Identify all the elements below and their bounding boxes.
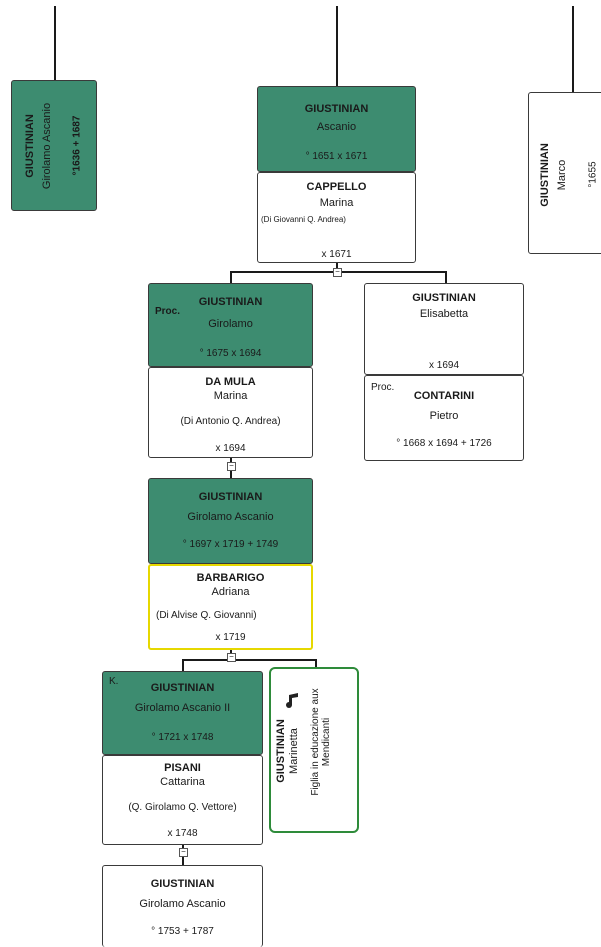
spouse-card-contarini[interactable]: Proc. CONTARINI Pietro ° 1668 x 1694 + 1… [364,375,524,461]
connector-line [54,6,56,80]
connector-line [445,271,447,283]
dates: ° 1668 x 1694 + 1726 [396,438,492,449]
dates: ° 1753 + 1787 [151,926,214,937]
surname: GIUSTINIAN [198,296,263,308]
parent-note: (Di Giovanni Q. Andrea) [261,215,346,224]
collapse-toggle[interactable]: − [179,848,188,857]
title: Proc. [155,306,181,317]
surname: PISANI [164,762,201,774]
dates: ° 1675 x 1694 [199,348,262,359]
surname: GIUSTINIAN [412,292,476,304]
music-note-icon [286,693,298,708]
dates: °1636 + 1687 [71,115,83,176]
given-name: Girolamo Ascanio [187,511,274,523]
marriage-date: x 1671 [321,249,352,260]
surname: GIUSTINIAN [24,114,36,178]
person-card-girolamo-ascanio-1636[interactable]: GIUSTINIAN Girolamo Ascanio °1636 + 1687 [11,80,97,211]
person-card-marco[interactable]: GIUSTINIAN Marco °1655 [528,92,601,254]
parent-note: (Di Alvise Q. Giovanni) [156,610,257,621]
connector-line [336,262,338,272]
spouse-card-barbarigo[interactable]: BARBARIGO Adriana (Di Alvise Q. Giovanni… [148,564,313,650]
marriage-date: x 1748 [167,828,198,839]
title: K. [109,676,119,687]
person-card-girolamo[interactable]: Proc. GIUSTINIAN Girolamo ° 1675 x 1694 [148,283,313,367]
surname: CONTARINI [413,390,475,402]
person-card-girolamo-ascanio-1697[interactable]: GIUSTINIAN Girolamo Ascanio ° 1697 x 171… [148,478,313,564]
person-card-girolamo-ascanio-ii[interactable]: K. GIUSTINIAN Girolamo Ascanio II ° 1721… [102,671,263,755]
given-name: Elisabetta [419,308,469,320]
dates: ° 1721 x 1748 [151,732,214,743]
given-name: Pietro [429,410,459,422]
given-name: Adriana [211,586,250,598]
dates: ° 1651 x 1671 [305,151,368,162]
given-name: Marina [319,197,354,209]
person-card-elisabetta[interactable]: GIUSTINIAN Elisabetta x 1694 [364,283,524,375]
surname: GIUSTINIAN [304,103,369,115]
surname: DA MULA [205,376,256,388]
parent-note: (Q. Girolamo Q. Vettore) [128,802,237,813]
person-card-girolamo-ascanio-1753[interactable]: GIUSTINIAN Girolamo Ascanio ° 1753 + 178… [102,865,263,947]
marriage-date: x 1694 [215,443,246,454]
collapse-toggle[interactable]: − [227,462,236,471]
person-card-marinetta[interactable]: GIUSTINIAN Marinetta Figlia in educazion… [269,667,359,833]
collapse-toggle[interactable]: − [227,653,236,662]
marriage-date: x 1719 [215,632,246,643]
person-card-ascanio[interactable]: GIUSTINIAN Ascanio ° 1651 x 1671 [257,86,416,172]
dates: ° 1697 x 1719 + 1749 [182,539,279,550]
dates: °1655 [587,161,599,188]
surname: GIUSTINIAN [150,682,215,694]
spouse-card-pisani[interactable]: PISANI Cattarina (Q. Girolamo Q. Vettore… [102,755,263,845]
connector-line [572,6,574,92]
spouse-card-cappello[interactable]: CAPPELLO Marina (Di Giovanni Q. Andrea) … [257,172,416,263]
given-name: Marinetta [288,728,300,774]
given-name: Girolamo Ascanio [41,102,53,190]
given-name: Girolamo [208,318,253,330]
connector-line [315,659,317,667]
parent-note: (Di Antonio Q. Andrea) [180,416,281,427]
connector-line [230,271,232,283]
surname: BARBARIGO [196,572,265,584]
title: Proc. [371,382,395,393]
surname: GIUSTINIAN [198,491,263,503]
given-name: Cattarina [160,776,205,788]
given-name: Marina [213,390,248,402]
connector-line [336,6,338,86]
connector-line [182,659,184,671]
surname: CAPPELLO [306,181,367,193]
note: Figlia in educazione aux Mendicanti [310,688,332,796]
surname: GIUSTINIAN [539,143,551,207]
given-name: Ascanio [316,121,357,133]
surname: GIUSTINIAN [150,878,215,890]
marriage-date: x 1694 [428,360,460,371]
given-name: Girolamo Ascanio [139,898,226,910]
collapse-toggle[interactable]: − [333,268,342,277]
spouse-card-da-mula[interactable]: DA MULA Marina (Di Antonio Q. Andrea) x … [148,367,313,458]
surname: GIUSTINIAN [275,719,287,783]
given-name: Marco [556,159,568,191]
connector-line [182,659,316,661]
given-name: Girolamo Ascanio II [134,702,231,714]
